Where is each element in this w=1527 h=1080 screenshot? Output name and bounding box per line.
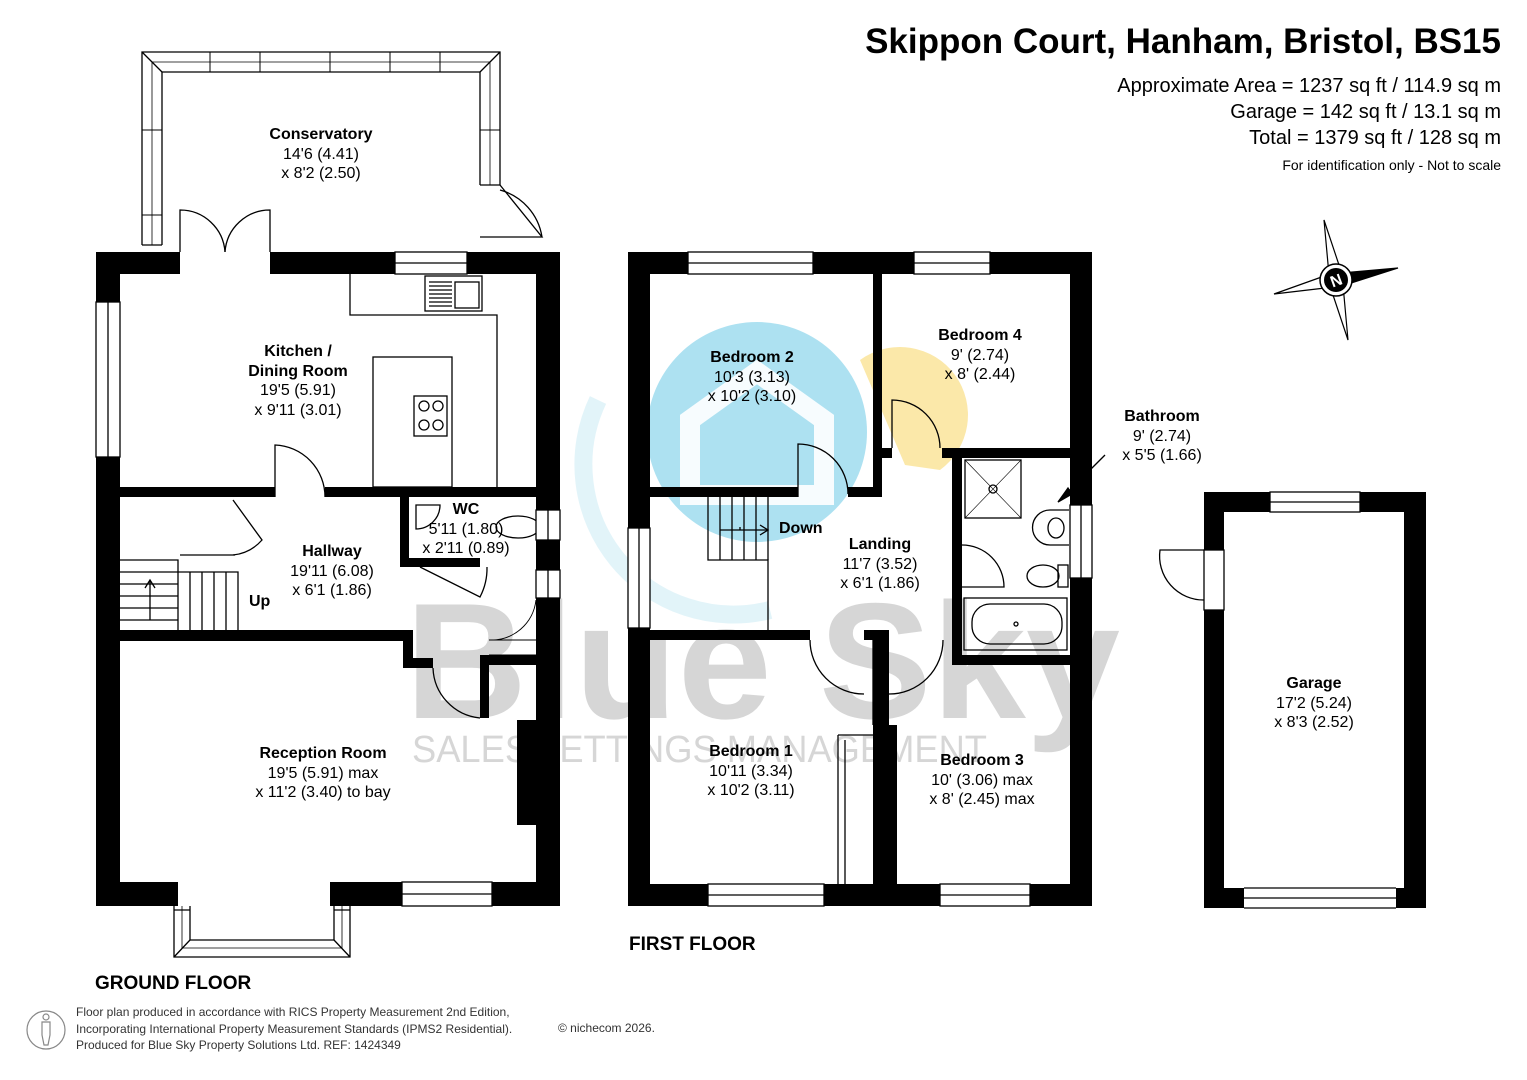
room-dimension: 9' (2.74) (1132, 427, 1192, 445)
room-name: Reception Room (259, 745, 387, 762)
room-dimension: 19'5 (5.91) (259, 382, 336, 399)
room-dimension: x 5'5 (1.66) (1122, 447, 1202, 464)
room-name: Landing (848, 536, 912, 553)
room-dimension: 11'7 (3.52) (842, 555, 918, 573)
room-bedroom-3: Bedroom 3 10' (3.06) max x 8' (2.45) max (929, 751, 1034, 810)
room-dimension: x 2'11 (0.89) (422, 540, 510, 557)
stairs-up-label: Up (249, 593, 271, 610)
total-area: Total = 1379 sq ft / 128 sq m (1249, 127, 1501, 149)
room-hallway: Hallway 19'11 (6.08) x 6'1 (1.86) (290, 542, 374, 601)
room-name: Bedroom 1 (709, 743, 793, 760)
room-dimension: x 10'2 (3.11) (707, 782, 795, 799)
person-scale-icon (26, 1010, 66, 1050)
stairs-down-label: Down (779, 520, 823, 537)
copyright-notice: © nichecom 2026. (558, 1021, 655, 1035)
room-dimension: 10' (3.06) max (931, 771, 1033, 789)
approximate-area: Approximate Area = 1237 sq ft / 114.9 sq… (1117, 75, 1501, 97)
room-name: Kitchen / (264, 343, 332, 360)
room-name: Dining Room (248, 362, 348, 380)
room-dimension: x 11'2 (3.40) to bay (255, 784, 391, 801)
footer-line: Floor plan produced in accordance with R… (76, 1005, 510, 1019)
room-landing: Landing 11'7 (3.52) x 6'1 (1.86) (840, 535, 920, 594)
room-dimension: 10'3 (3.13) (714, 368, 790, 386)
ground-floor-details (95, 51, 561, 958)
first-floor-label: FIRST FLOOR (629, 934, 756, 955)
property-title: Skippon Court, Hanham, Bristol, BS15 (865, 22, 1501, 61)
room-dimension: x 8' (2.45) max (929, 791, 1035, 808)
room-name: Bathroom (1124, 408, 1200, 425)
compass-north-letter: N (1328, 271, 1345, 291)
room-bathroom: Bathroom 9' (2.74) x 5'5 (1.66) (1122, 407, 1202, 466)
garage-plan (1204, 492, 1426, 908)
north-compass-icon: N (1273, 219, 1399, 341)
room-reception: Reception Room 19'5 (5.91) max x 11'2 (3… (255, 744, 390, 803)
room-dimension: x 8'3 (2.52) (1274, 714, 1354, 731)
footer-line: Incorporating International Property Mea… (76, 1021, 513, 1036)
footer-disclaimer: Floor plan produced in accordance with R… (76, 1004, 512, 1054)
room-dimension: x 8' (2.44) (944, 366, 1016, 383)
room-dimension: 9' (2.74) (950, 346, 1010, 364)
room-name: Bedroom 2 (710, 349, 794, 366)
room-dimension: x 6'1 (1.86) (840, 575, 920, 592)
room-bedroom-2: Bedroom 2 10'3 (3.13) x 10'2 (3.10) (708, 348, 796, 407)
not-to-scale-note: For identification only - Not to scale (1282, 157, 1501, 173)
room-dimension: x 9'11 (3.01) (254, 401, 342, 419)
room-dimension: x 8'2 (2.50) (281, 165, 361, 182)
room-dimension: x 6'1 (1.86) (292, 582, 372, 599)
room-bedroom-4: Bedroom 4 9' (2.74) x 8' (2.44) (938, 326, 1022, 385)
garage-details (1158, 491, 1396, 909)
room-name: Garage (1286, 675, 1342, 692)
room-dimension: 19'5 (5.91) max (267, 764, 379, 782)
room-kitchen-dining: Kitchen / Dining Room 19'5 (5.91) x 9'11… (248, 342, 348, 420)
room-garage: Garage 17'2 (5.24) x 8'3 (2.52) (1274, 674, 1354, 733)
room-dimension: 17'2 (5.24) (1275, 694, 1352, 712)
footer-line: Produced for Blue Sky Property Solutions… (76, 1038, 401, 1052)
first-floor-details (627, 251, 1106, 907)
room-dimension: 5'11 (1.80) (428, 520, 504, 538)
room-name: WC (452, 501, 480, 518)
room-wc: WC 5'11 (1.80) x 2'11 (0.89) (422, 500, 509, 559)
watermark-tagline: SALES LETTINGS MANAGEMENT (412, 729, 987, 771)
room-bedroom-1: Bedroom 1 10'11 (3.34) x 10'2 (3.11) (707, 742, 794, 801)
room-name: Bedroom 4 (938, 327, 1022, 344)
room-dimension: 10'11 (3.34) (709, 762, 793, 780)
ground-floor-label: GROUND FLOOR (95, 973, 252, 994)
room-dimension: x 10'2 (3.10) (707, 388, 797, 405)
room-dimension: 19'11 (6.08) (290, 562, 374, 580)
room-conservatory: Conservatory 14'6 (4.41) x 8'2 (2.50) (269, 125, 372, 184)
room-name: Conservatory (269, 126, 373, 143)
garage-area: Garage = 142 sq ft / 13.1 sq m (1230, 101, 1501, 123)
room-dimension: 14'6 (4.41) (283, 145, 359, 163)
room-name: Hallway (302, 543, 362, 560)
room-name: Bedroom 3 (940, 752, 1024, 769)
